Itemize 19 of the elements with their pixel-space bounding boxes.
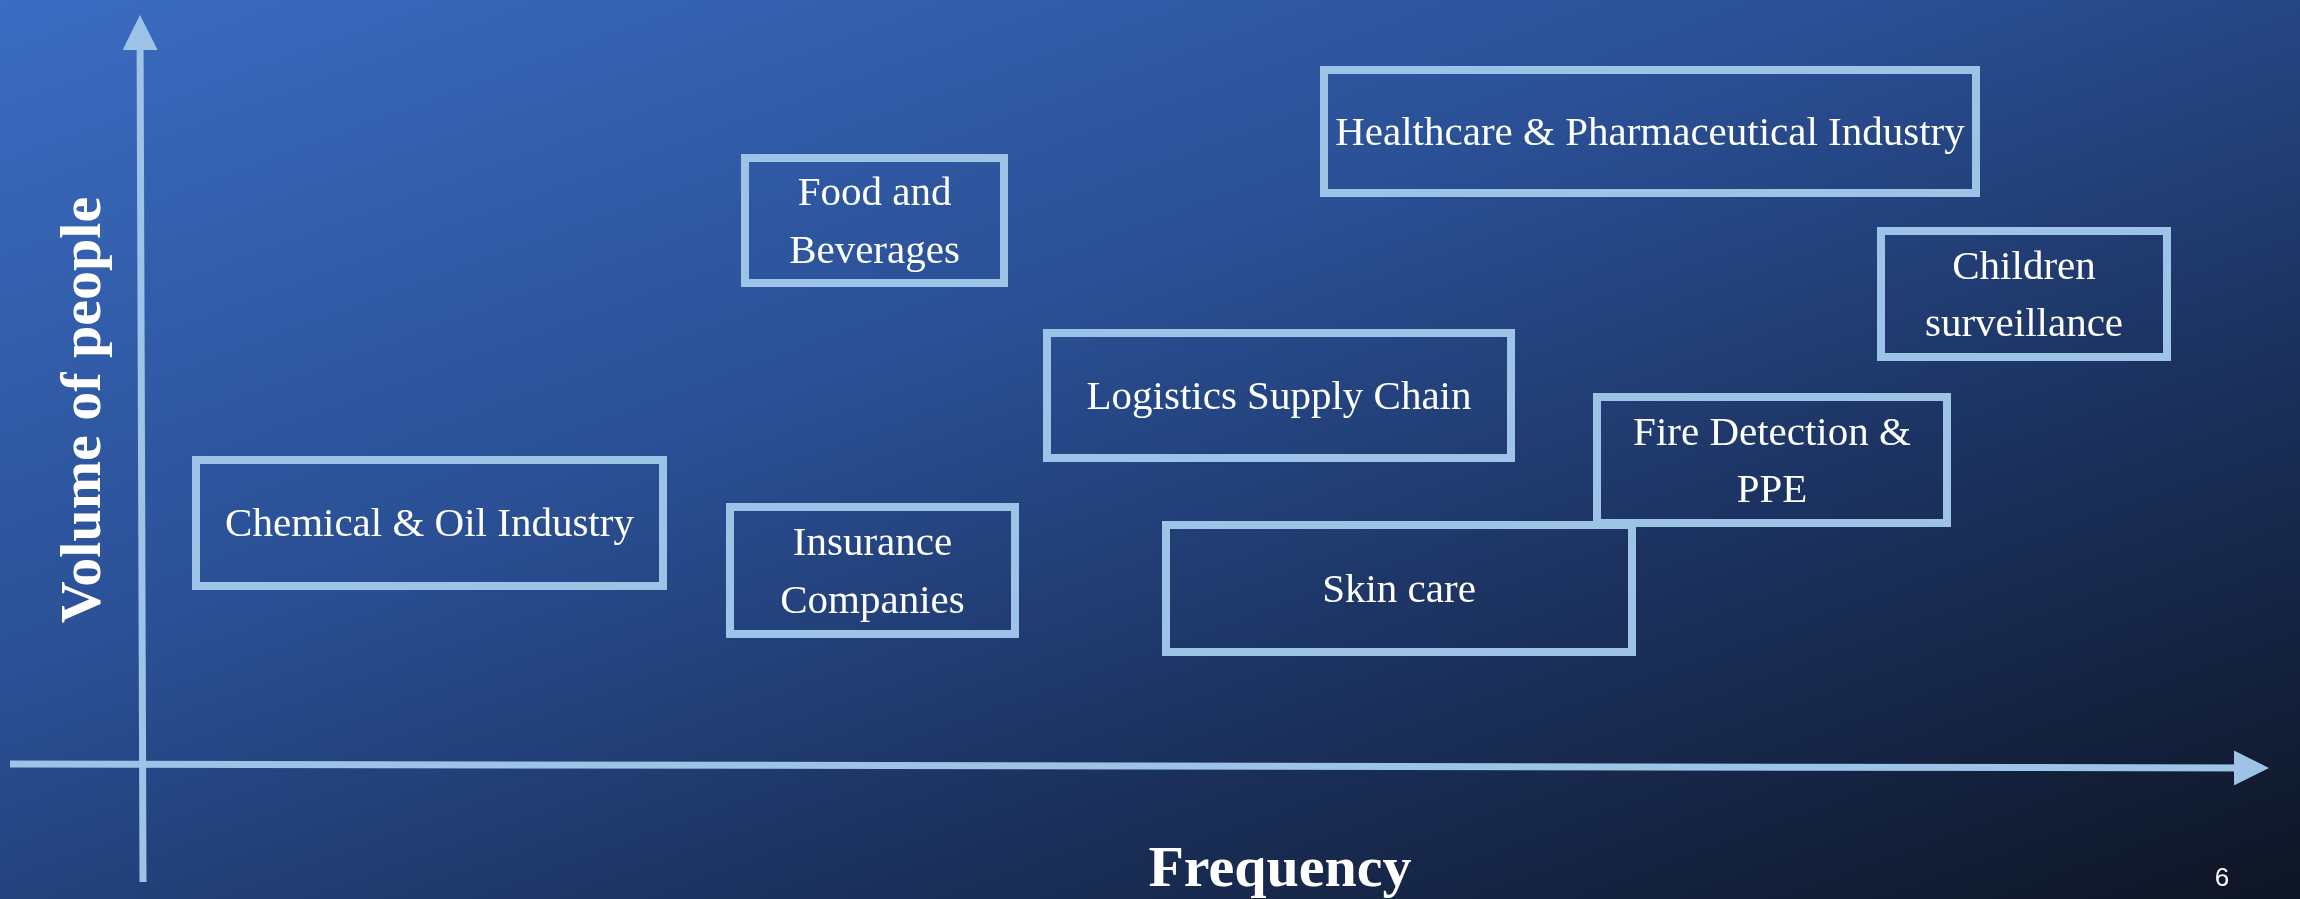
category-box [1593, 393, 1951, 527]
box-label: Children surveillance [1923, 240, 2125, 347]
category-box [192, 456, 667, 590]
category-box [1877, 227, 2171, 361]
box-label: Food and Beverages [788, 167, 961, 274]
box-label: Healthcare & Pharmaceutical Industry [1335, 106, 1965, 156]
box-label: Fire Detection & PPE [1632, 406, 1912, 513]
box-label: Skin care [1322, 563, 1476, 613]
category-box [726, 503, 1019, 638]
box-label: Chemical & Oil Industry [225, 498, 634, 548]
box-label: Logistics Supply Chain [1086, 370, 1472, 420]
page-number: 6 [2214, 861, 2230, 893]
category-box [1162, 521, 1636, 656]
box-label: Insurance Companies [779, 517, 966, 624]
category-box [1043, 329, 1515, 462]
y-axis-title: Volume of people [46, 196, 114, 624]
category-box [1320, 66, 1980, 197]
x-axis-title: Frequency [1148, 832, 1412, 899]
category-box [741, 154, 1008, 287]
